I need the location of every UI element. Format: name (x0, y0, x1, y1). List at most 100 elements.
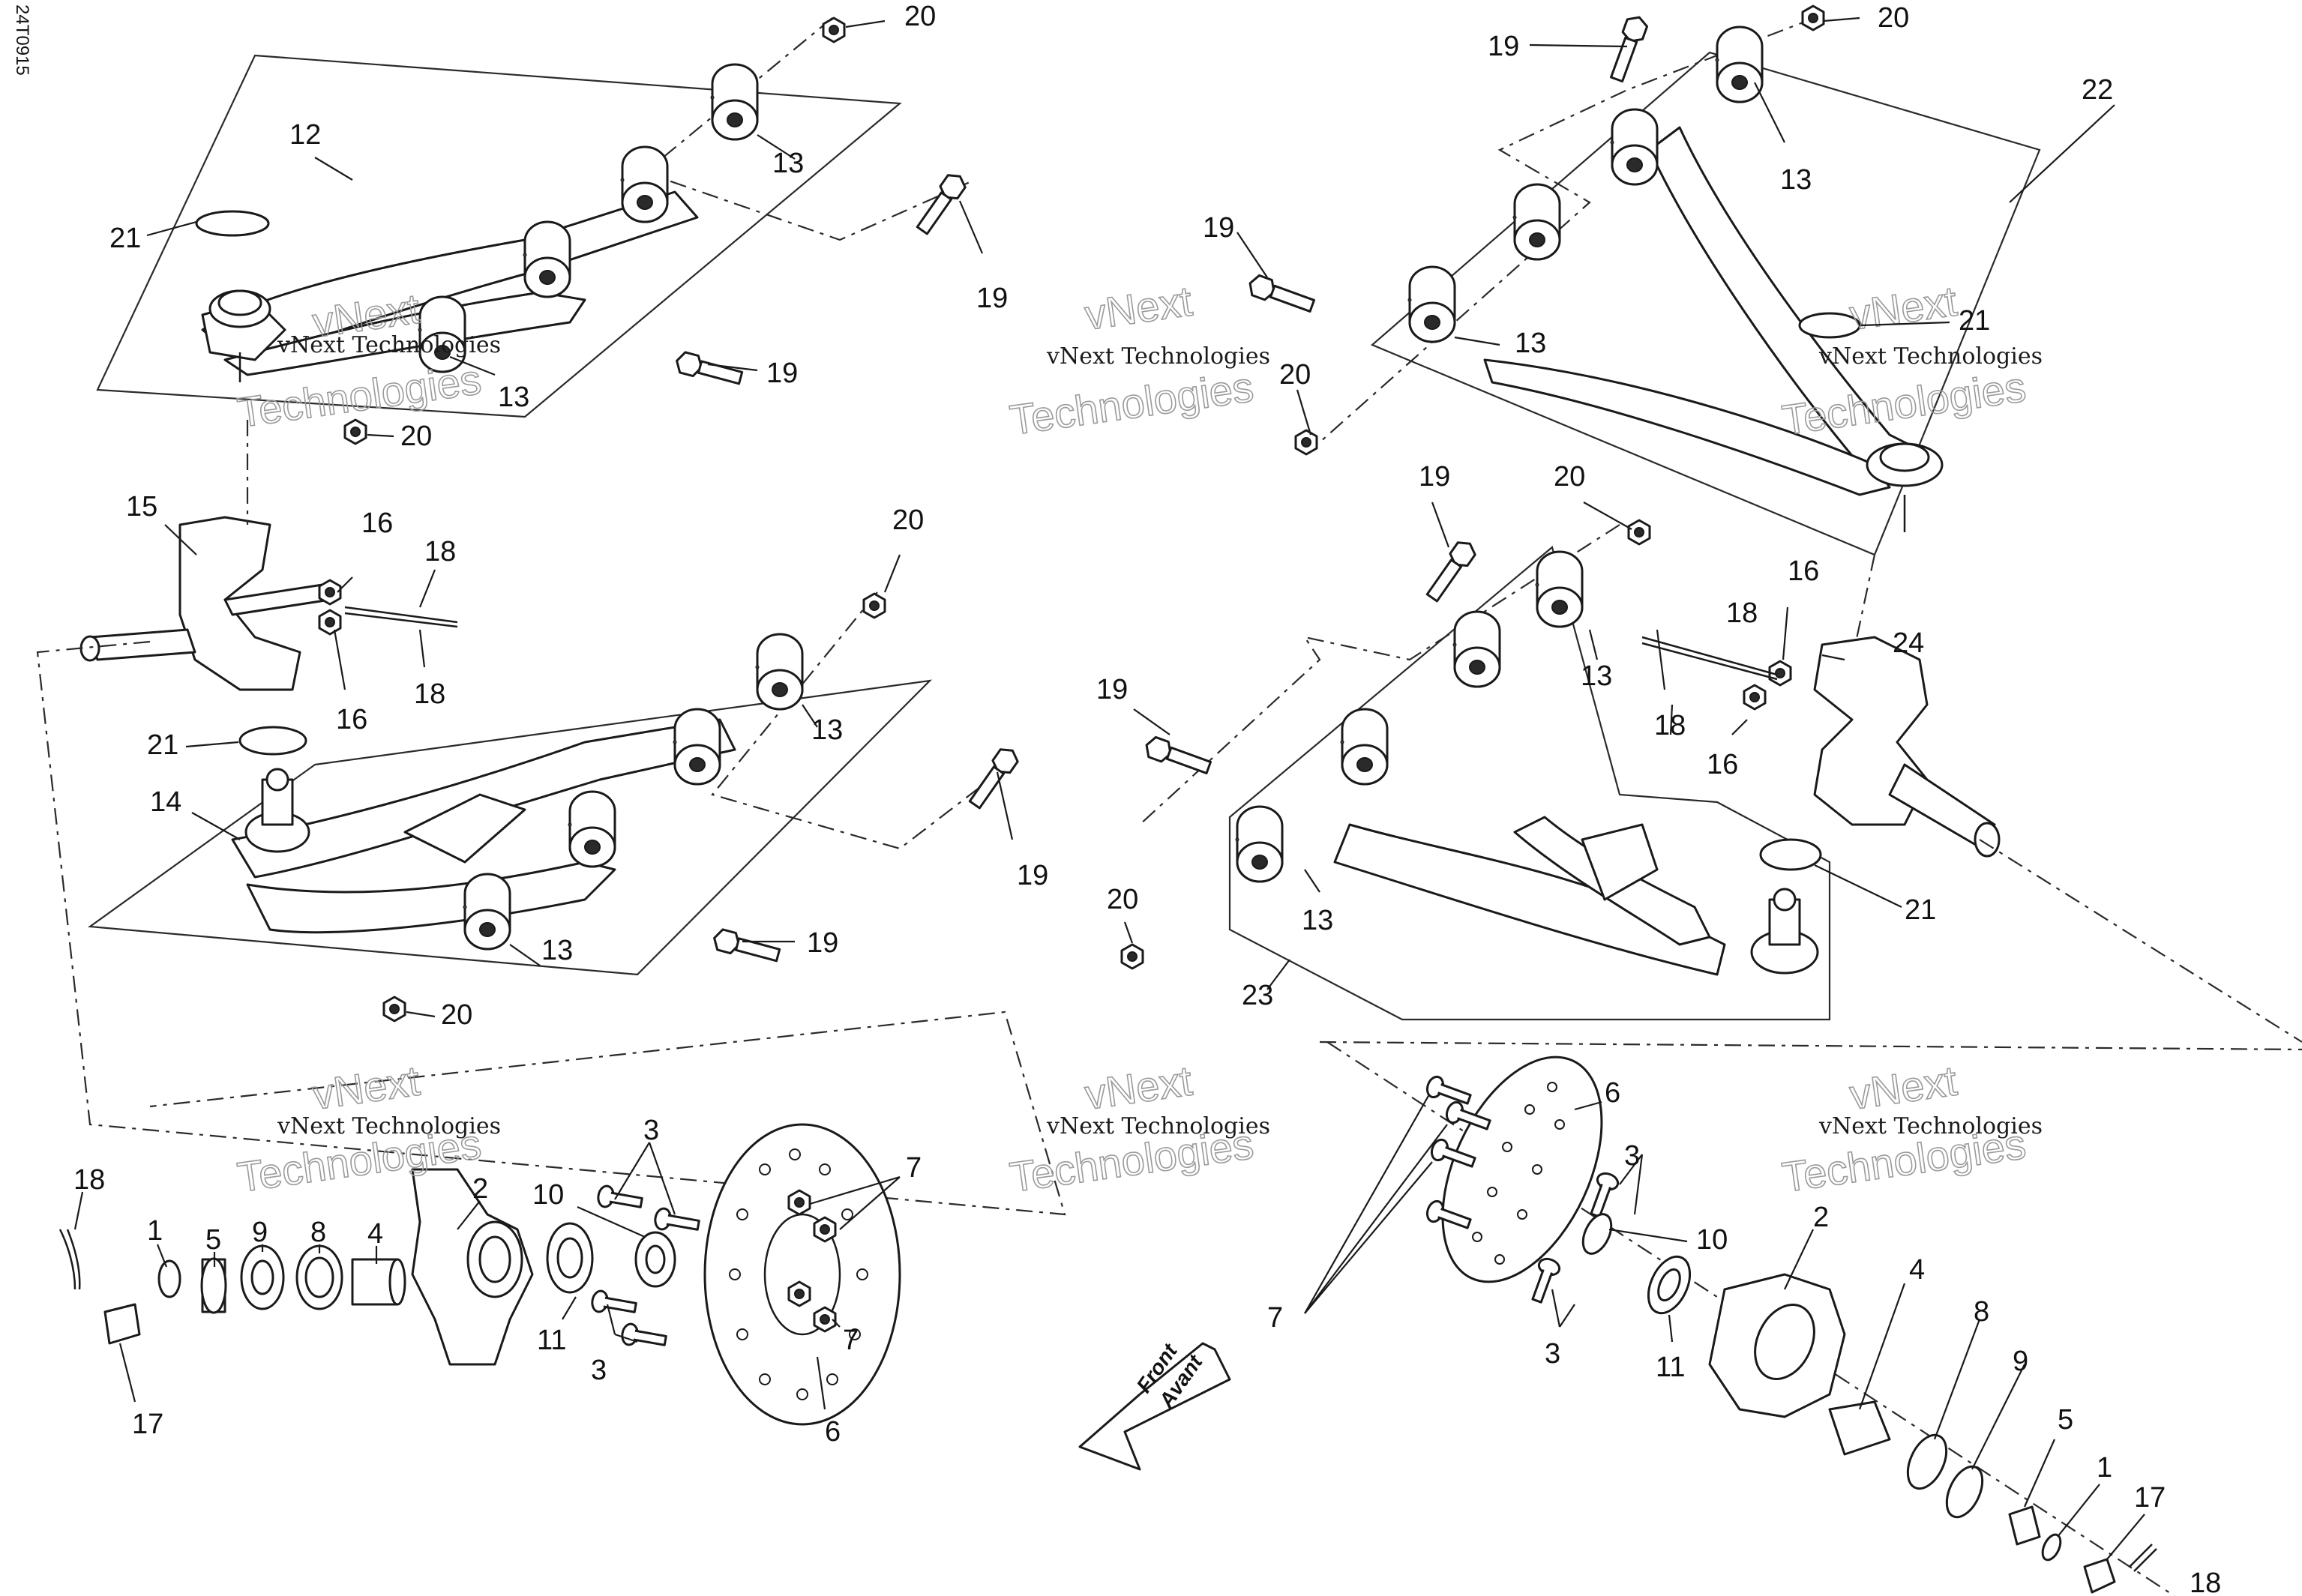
bolt-19-h (1141, 734, 1214, 779)
callout-19: 19 (1096, 674, 1128, 705)
callout-3: 3 (643, 1115, 659, 1146)
callout-18: 18 (1654, 710, 1686, 741)
nut-16-b (318, 609, 342, 636)
callout-14: 14 (150, 786, 181, 818)
callout-13: 13 (811, 714, 843, 746)
callout-21: 21 (147, 729, 178, 761)
svg-text:vNext: vNext (1847, 277, 1960, 339)
nut-17-right (2083, 1558, 2116, 1594)
bolt-7-d (813, 1306, 837, 1333)
callout-3: 3 (1545, 1338, 1560, 1370)
callout-16: 16 (361, 508, 393, 539)
svg-text:vNext Technologies: vNext Technologies (277, 332, 501, 358)
callout-20: 20 (1107, 884, 1138, 915)
leader-lines (73, 16, 2145, 1560)
bushing-13-k (1512, 183, 1561, 261)
callout-7: 7 (906, 1152, 922, 1184)
callout-16: 16 (336, 704, 367, 735)
left-knuckle-group (79, 420, 458, 691)
callout-22: 22 (2082, 74, 2113, 106)
stud-3-a (595, 1183, 645, 1214)
callout-12: 12 (289, 119, 321, 151)
bolt-19-d (710, 927, 782, 967)
callout-6: 6 (825, 1416, 841, 1448)
nut-20-g (1627, 519, 1651, 546)
watermark-right-bottom: vNext vNext Technologies Technologies (1779, 1056, 2043, 1202)
callout-10: 10 (532, 1179, 564, 1211)
bushing-13-n (1452, 610, 1501, 688)
bolt-7-a (787, 1189, 811, 1216)
bushing-13-f (673, 708, 721, 786)
right-lower-arm-group (1120, 519, 1831, 1021)
callout-17: 17 (132, 1409, 163, 1440)
left-lower-arm-group (87, 591, 1023, 1023)
spacer-10-right (1581, 1213, 1613, 1255)
callout-13: 13 (498, 382, 529, 413)
callout-21: 21 (1905, 894, 1936, 926)
stud-3-d (619, 1321, 669, 1352)
watermark-center-top: vNext vNext Technologies Technologies (1006, 277, 1270, 445)
callout-20: 20 (441, 999, 472, 1031)
dash-boundary-left (36, 640, 1066, 1216)
callout-17: 17 (2134, 1482, 2166, 1514)
bolt-7-e (1423, 1073, 1474, 1111)
bolt-19-g (1422, 536, 1480, 605)
callout-1: 1 (2097, 1452, 2112, 1484)
svg-text:vNext: vNext (1847, 1057, 1960, 1118)
lower-arm-body-left (231, 718, 736, 934)
right-upper-arm-group (1245, 4, 2041, 556)
right-hub-group (1326, 1041, 2175, 1596)
callout-18: 18 (73, 1164, 105, 1196)
callout-10: 10 (1696, 1224, 1728, 1256)
drawing-code: 24T0915 (12, 4, 32, 76)
bolt-19-c (964, 743, 1023, 812)
callout-19: 19 (976, 283, 1008, 314)
bushing-13-j (1610, 108, 1659, 186)
callout-23: 23 (1242, 980, 1273, 1011)
nut-20-e (1801, 4, 1825, 31)
bushing-13-e (755, 633, 804, 711)
callout-7: 7 (1267, 1302, 1283, 1334)
bushing-13-o (1340, 708, 1389, 786)
watermark-center-bottom: vNext vNext Technologies Technologies (1006, 1056, 1270, 1202)
callout-2: 2 (472, 1173, 488, 1205)
nut-16-a (318, 579, 342, 606)
cotter-18-right (1641, 636, 1778, 681)
stud-3-b (652, 1205, 702, 1237)
bolt-7-b (813, 1216, 837, 1243)
svg-text:vNext Technologies: vNext Technologies (1046, 1113, 1270, 1139)
watermark-left-top: vNext vNext Technologies Technologies (234, 284, 501, 437)
nut-20-f (1294, 429, 1318, 456)
nut-20-a (822, 16, 846, 43)
bushing-13-m (1535, 550, 1584, 628)
callout-20: 20 (904, 1, 936, 32)
stud-3-c (589, 1288, 639, 1319)
callout-21: 21 (109, 223, 141, 254)
bolt-19-f (1245, 272, 1317, 317)
callout-8: 8 (1974, 1296, 1989, 1328)
bolt-7-c (787, 1280, 811, 1307)
svg-text:vNext Technologies: vNext Technologies (1818, 343, 2043, 370)
callout-3: 3 (591, 1355, 607, 1386)
nut-17-left (103, 1303, 141, 1345)
callout-20: 20 (1554, 461, 1585, 493)
nut-20-c (862, 592, 886, 619)
svg-text:vNext Technologies: vNext Technologies (1818, 1113, 2043, 1139)
upper-arm-body-right (1483, 126, 1944, 532)
bushing-13-c (523, 220, 571, 298)
disc-6-left (703, 1123, 901, 1426)
callout-4: 4 (1909, 1254, 1925, 1286)
callout-13: 13 (1780, 164, 1812, 196)
callout-4: 4 (367, 1218, 383, 1250)
frame-part-14 (87, 679, 933, 976)
nut-20-h (1120, 943, 1144, 970)
svg-text:vNext Technologies: vNext Technologies (1046, 343, 1270, 370)
callout-18: 18 (414, 678, 445, 710)
frame-part-23 (1228, 546, 1831, 1021)
bushing-13-p (1235, 805, 1284, 883)
right-knuckle-group (1319, 554, 2302, 1051)
ring-21-left-lower (238, 726, 307, 756)
washer-1-left (157, 1259, 181, 1298)
nut-20-b (343, 418, 367, 445)
callout-11: 11 (537, 1325, 566, 1356)
